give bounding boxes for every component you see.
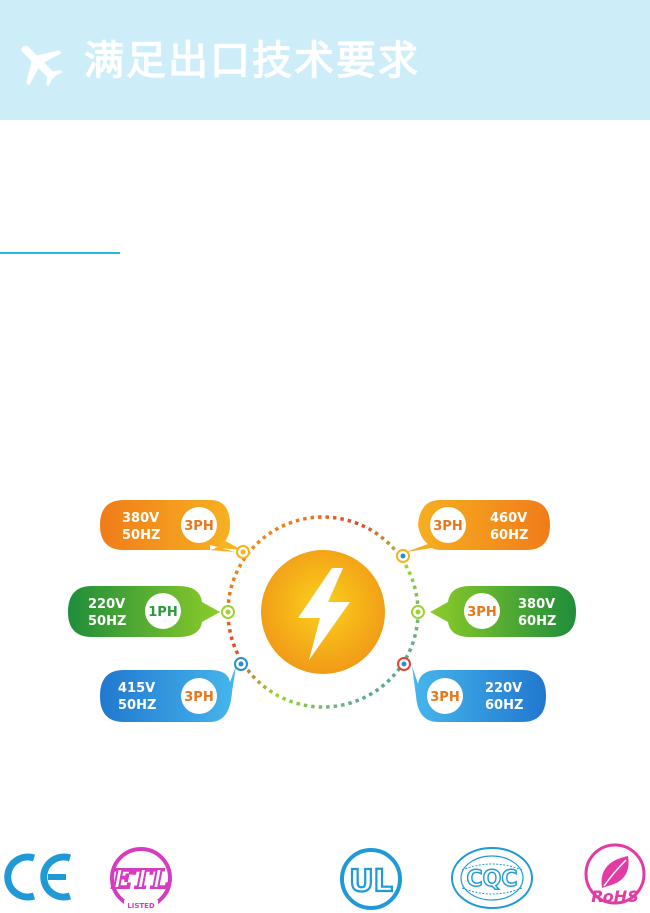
ul-text: UL	[349, 864, 392, 899]
power-spec-right-1: 460V 60HZ 3PH	[396, 500, 550, 563]
phase-label: 3PH	[184, 690, 213, 705]
voltage-label: 220V	[485, 681, 522, 696]
cqc-logo: CQC	[451, 847, 533, 909]
frequency-label: 50HZ	[88, 614, 126, 629]
section-divider	[0, 252, 120, 254]
phase-label: 3PH	[184, 519, 213, 534]
voltage-label: 380V	[518, 597, 555, 612]
ce-mark-logo	[4, 853, 72, 901]
airplane-icon	[21, 45, 63, 87]
page-title: 满足出口技术要求	[84, 38, 420, 84]
cqc-text: CQC	[467, 867, 518, 892]
frequency-label: 60HZ	[485, 698, 523, 713]
power-spec-diagram: 380V 50HZ 3PH 220V 50HZ 1PH 415V 50HZ 3P…	[68, 500, 576, 722]
frequency-label: 60HZ	[518, 614, 556, 629]
power-spec-right-3: 220V 60HZ 3PH	[397, 657, 546, 722]
phase-label: 3PH	[467, 605, 496, 620]
phase-label: 3PH	[430, 690, 459, 705]
frequency-label: 50HZ	[118, 698, 156, 713]
voltage-label: 415V	[118, 681, 155, 696]
voltage-label: 460V	[490, 511, 527, 526]
rohs-logo: RoHS	[584, 843, 646, 906]
frequency-label: 60HZ	[490, 528, 528, 543]
ul-logo: UL	[340, 848, 402, 910]
voltage-label: 220V	[88, 597, 125, 612]
frequency-label: 50HZ	[122, 528, 160, 543]
power-spec-right-2: 380V 60HZ 3PH	[411, 586, 576, 637]
rohs-text: RoHS	[591, 887, 638, 906]
etl-text: ETL	[111, 865, 169, 895]
lightning-bolt-icon	[298, 568, 350, 660]
etl-listed-logo: ETL LISTED	[110, 847, 172, 910]
header-banner: 满足出口技术要求	[0, 0, 650, 120]
power-spec-left-3: 415V 50HZ 3PH	[100, 657, 248, 722]
voltage-label: 380V	[122, 511, 159, 526]
phase-label: 1PH	[148, 605, 177, 620]
certification-logos: ETL LISTED UL CQC RoHS	[0, 838, 650, 913]
etl-sublabel: LISTED	[127, 902, 155, 910]
power-spec-left-2: 220V 50HZ 1PH	[68, 586, 235, 637]
power-spec-left-1: 380V 50HZ 3PH	[100, 500, 250, 559]
phase-label: 3PH	[433, 519, 462, 534]
